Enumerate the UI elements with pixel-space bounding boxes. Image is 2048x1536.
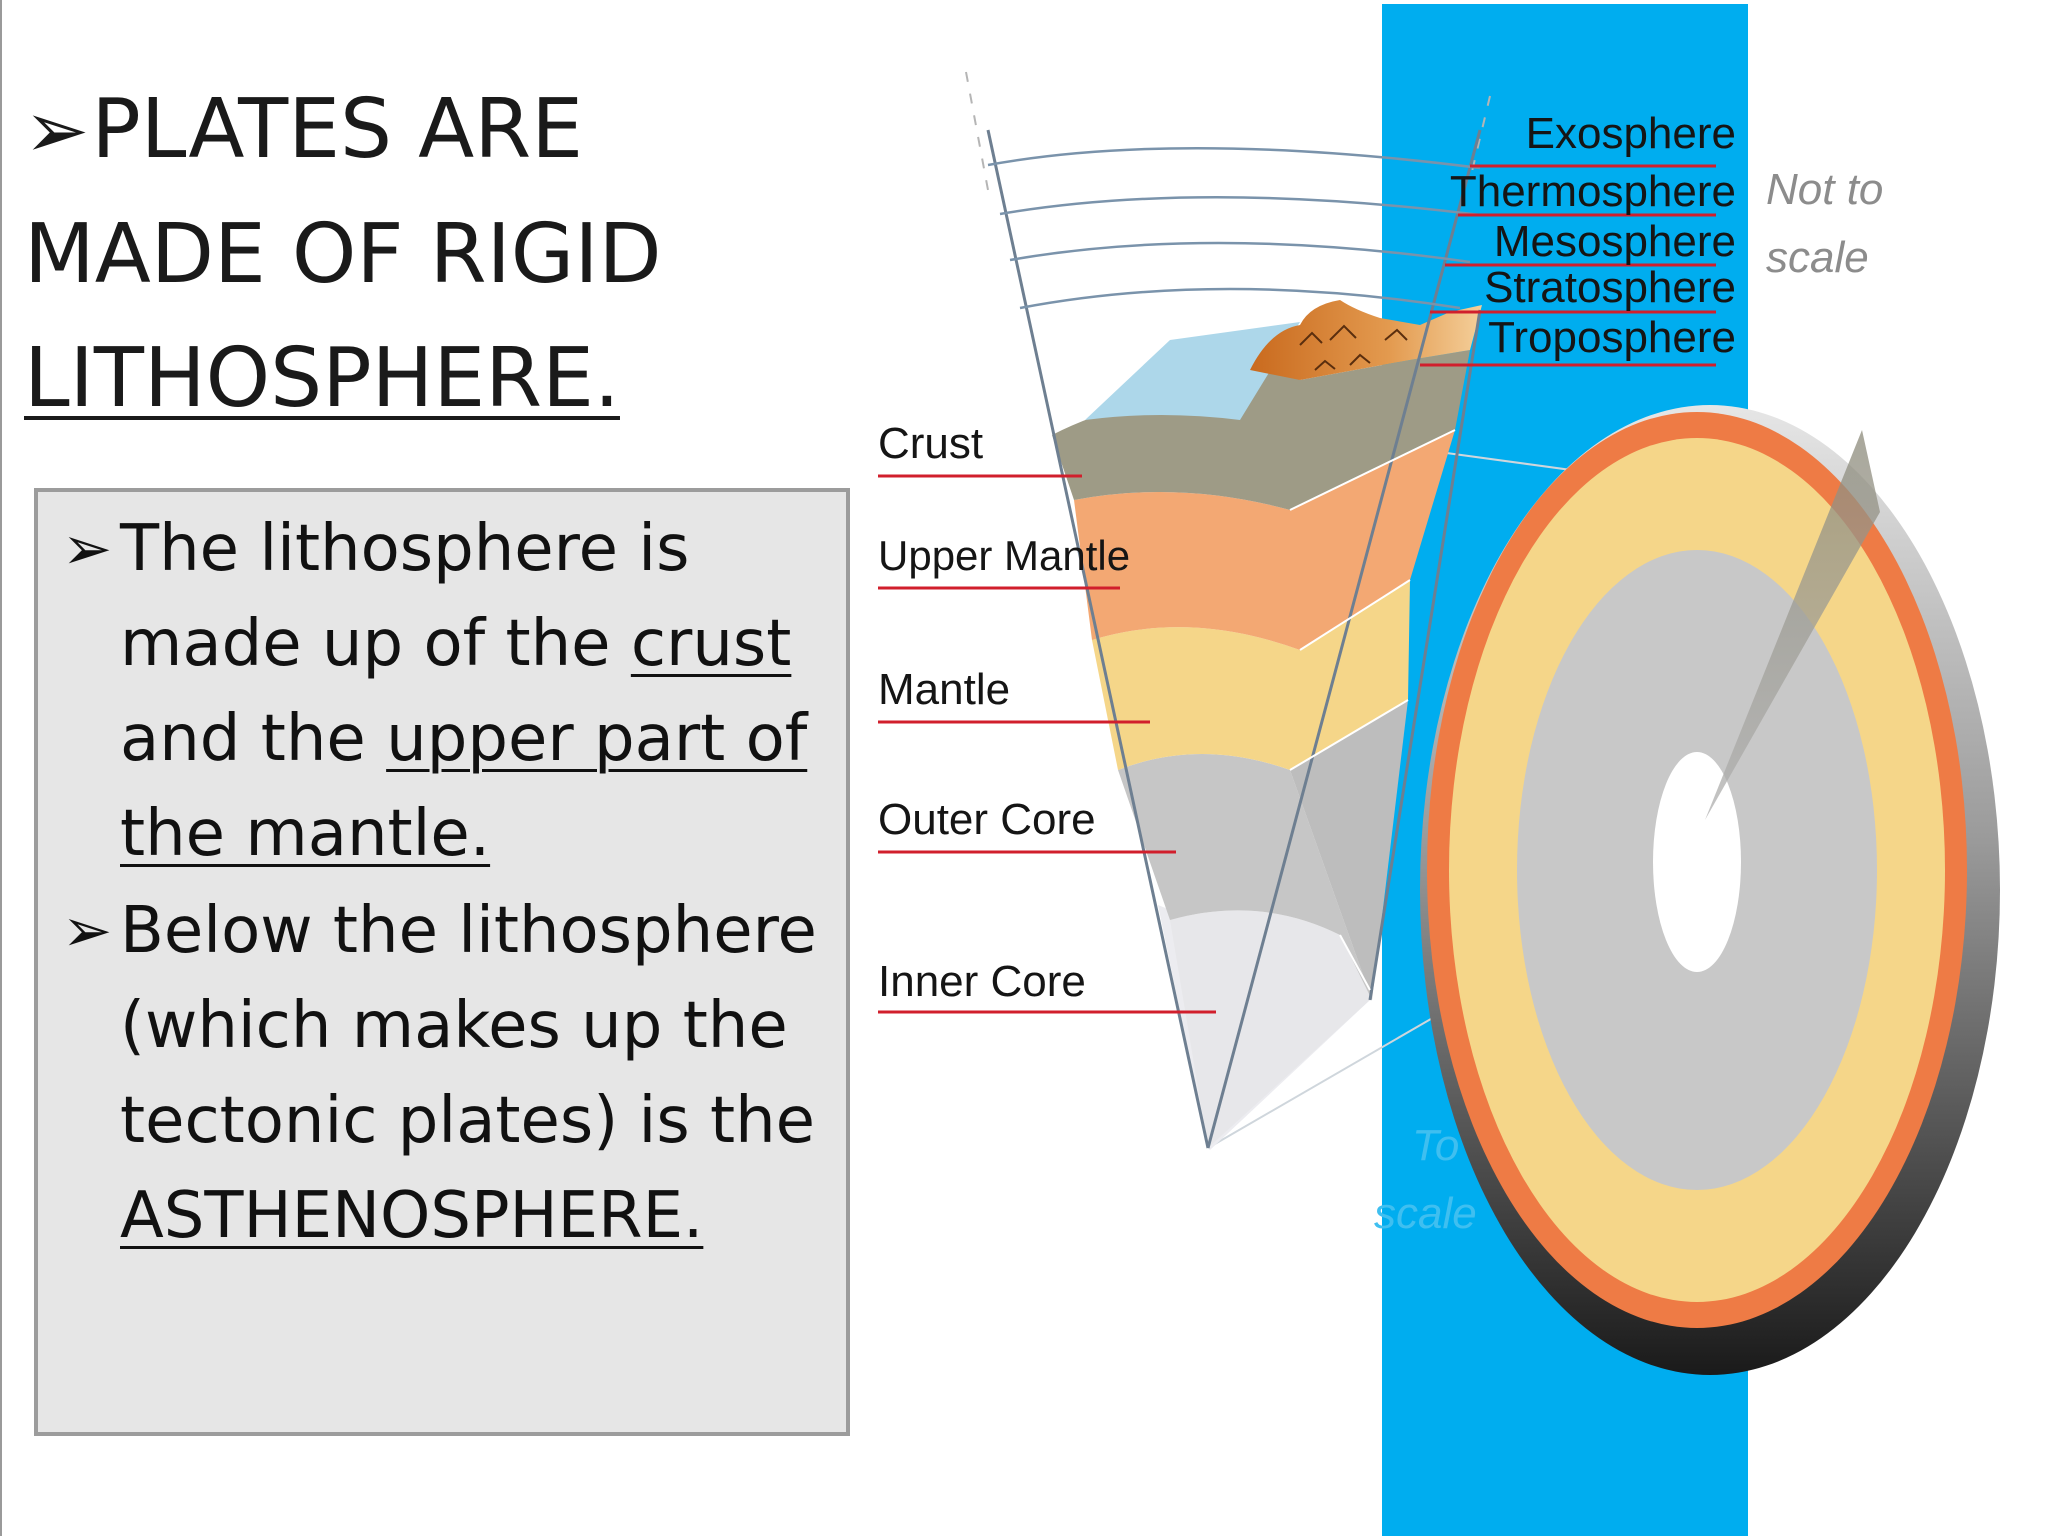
layer-mantle bbox=[1092, 580, 1410, 770]
mountain-ridges bbox=[1299, 324, 1408, 371]
layer-outer-core bbox=[1118, 754, 1372, 1000]
slide-title: ➢PLATES ARE MADE OF RIGID LITHOSPHERE. bbox=[24, 68, 844, 441]
label-inner-core: Inner Core bbox=[878, 957, 1086, 1006]
note-to-scale-line1: To bbox=[1412, 1121, 1459, 1170]
title-bullet-icon: ➢ bbox=[24, 86, 90, 176]
bullet-line: (which makes up the bbox=[120, 989, 788, 1063]
layer-inner-core-side bbox=[1170, 910, 1370, 1148]
label-stratosphere: Stratosphere bbox=[1484, 263, 1736, 312]
bullet-lithosphere: ➢ The lithosphere is made up of the crus… bbox=[62, 502, 852, 882]
upper-mantle-underlined: upper part of bbox=[386, 702, 808, 776]
label-upper-mantle: Upper Mantle bbox=[878, 532, 1130, 579]
globe-cross-section bbox=[1420, 405, 2000, 1375]
bullet-line: Below the lithosphere bbox=[120, 894, 817, 968]
atmosphere-leader-lines bbox=[1420, 164, 1716, 367]
atmosphere-arcs bbox=[987, 146, 1481, 310]
bullet-arrow-icon: ➢ bbox=[62, 896, 113, 966]
bullet-line: the mantle. bbox=[120, 797, 491, 871]
label-mantle: Mantle bbox=[878, 665, 1010, 714]
layer-upper-mantle bbox=[1074, 430, 1455, 650]
label-exosphere: Exosphere bbox=[1526, 109, 1736, 158]
title-line-3: LITHOSPHERE. bbox=[24, 331, 620, 426]
bullet-line: ASTHENOSPHERE. bbox=[62, 1169, 852, 1264]
label-mesosphere: Mesosphere bbox=[1494, 217, 1736, 266]
bullet-arrow-icon: ➢ bbox=[62, 514, 113, 584]
bullet-asthenosphere: ➢ Below the lithosphere (which makes up … bbox=[62, 884, 852, 1264]
bullet-line: made up of the crust bbox=[120, 607, 792, 681]
bullet-line: tectonic plates) is the bbox=[120, 1084, 816, 1158]
bullet-line: and the upper part of bbox=[120, 702, 808, 776]
label-thermosphere: Thermosphere bbox=[1450, 167, 1736, 216]
title-line-2: MADE OF RIGID bbox=[24, 207, 662, 302]
label-outer-core: Outer Core bbox=[878, 795, 1096, 844]
note-to-scale-line2: scale bbox=[1374, 1189, 1477, 1238]
layer-crust bbox=[1052, 350, 1470, 510]
earth-wedge bbox=[986, 129, 1482, 1150]
content-panel bbox=[34, 488, 850, 1436]
slide-left-edge bbox=[0, 0, 2, 1536]
layer-outer-core-face bbox=[1290, 700, 1408, 1000]
crust-underlined: crust bbox=[630, 607, 792, 681]
note-not-to-scale-line1: Not to bbox=[1766, 165, 1883, 214]
mountain bbox=[1250, 300, 1482, 380]
layer-leader-lines bbox=[878, 474, 1216, 1014]
bullet-line: The lithosphere is bbox=[120, 512, 690, 586]
asthenosphere-underlined: ASTHENOSPHERE. bbox=[120, 1179, 704, 1253]
wedge-layer-edges bbox=[1289, 429, 1456, 991]
note-not-to-scale-line2: scale bbox=[1766, 233, 1869, 282]
label-crust: Crust bbox=[878, 419, 983, 468]
label-troposphere: Troposphere bbox=[1488, 313, 1736, 362]
wedge-outline bbox=[986, 129, 1482, 1149]
title-line-1: ➢PLATES ARE bbox=[24, 82, 583, 177]
ocean bbox=[1085, 322, 1300, 420]
